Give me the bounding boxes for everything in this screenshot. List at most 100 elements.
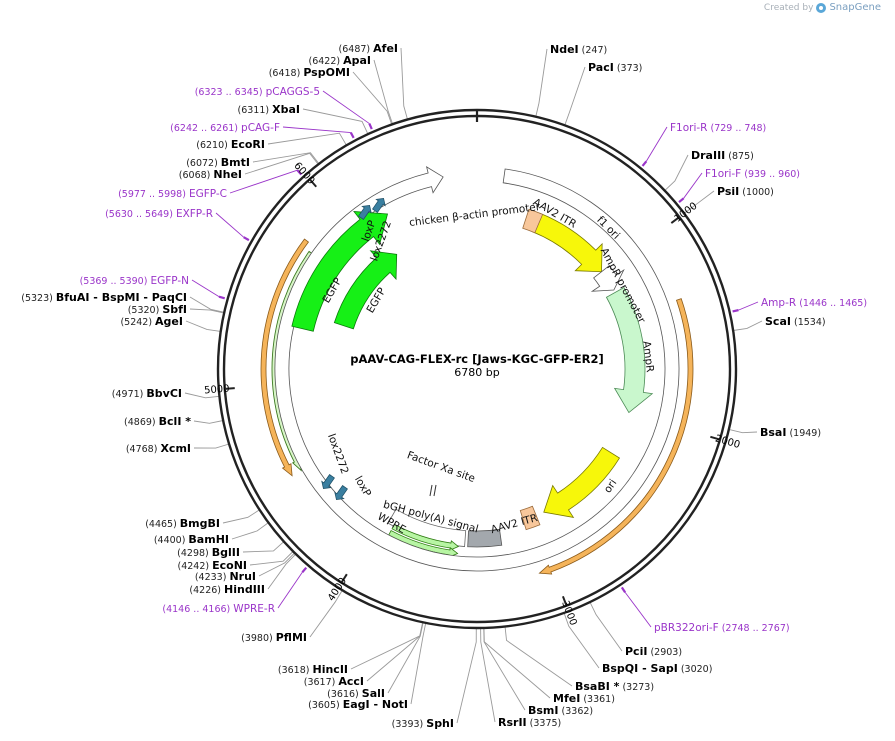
site-position: (3980) — [241, 633, 276, 644]
site-leader-mfei — [483, 627, 551, 699]
site-name: RsrII — [498, 716, 527, 729]
site-leader-lines — [184, 47, 763, 724]
primer-egfp-n[interactable]: (5369 .. 5390) EGFP-N — [80, 275, 189, 287]
bgh-polya-feature[interactable] — [467, 528, 503, 548]
primer-pcaggs-5[interactable]: (6323 .. 6345) pCAGGS-5 — [195, 86, 320, 98]
site-name: EcoRI — [231, 138, 265, 151]
site-paci[interactable]: PacI (373) — [588, 61, 642, 74]
site-position: (4233) — [195, 572, 230, 583]
loxp-bottom-feature-arrow-shape — [334, 485, 348, 500]
site-position: (3618) — [278, 665, 313, 676]
site-leader-agei — [185, 320, 221, 332]
site-bmgbi[interactable]: (4465) BmgBI — [145, 517, 220, 530]
site-bamhi[interactable]: (4400) BamHI — [154, 533, 229, 546]
site-name: PciI — [625, 645, 647, 658]
site-bbvci[interactable]: (4971) BbvCI — [112, 387, 182, 400]
site-name: NdeI — [550, 43, 579, 56]
lox2272-bottom-feature[interactable] — [319, 473, 337, 492]
primer-range: (939 .. 960) — [741, 169, 800, 180]
site-hindiii[interactable]: (4226) HindIII — [189, 583, 265, 596]
site-draiii[interactable]: DraIII (875) — [691, 149, 754, 162]
primer-name: EGFP-C — [189, 188, 227, 200]
site-nhei[interactable]: (6068) NheI — [179, 168, 242, 181]
site-position: (6210) — [196, 140, 231, 151]
site-pflmi[interactable]: (3980) PflMI — [241, 631, 307, 644]
lox2272-top-feature[interactable] — [370, 195, 388, 214]
site-bglii[interactable]: (4298) BglII — [177, 546, 240, 559]
primer-mark-exfp-r — [243, 236, 250, 242]
site-leader-xbai — [302, 108, 369, 135]
site-econi[interactable]: (4242) EcoNI — [178, 559, 248, 572]
primer-name: F1ori-R — [670, 122, 707, 134]
site-sali[interactable]: (3616) SalI — [327, 687, 385, 700]
primer-f1ori-r[interactable]: F1ori-R (729 .. 748) — [670, 122, 766, 134]
ori-feature[interactable] — [543, 446, 621, 518]
site-psii[interactable]: PsiI (1000) — [717, 185, 774, 198]
site-name: PflMI — [276, 631, 307, 644]
created-by-text: Created by — [763, 2, 814, 13]
ampr-feature[interactable] — [605, 287, 654, 414]
site-sphi[interactable]: (3393) SphI — [392, 717, 454, 730]
primer-f1ori-f[interactable]: F1ori-F (939 .. 960) — [705, 168, 800, 180]
site-name: AfeI — [373, 42, 398, 55]
aav2-itr-bottom-feature[interactable] — [519, 505, 541, 531]
plasmid-size: 6780 bp — [454, 366, 499, 379]
loxp-top-feature[interactable] — [356, 202, 374, 221]
site-nrui[interactable]: (4233) NruI — [195, 570, 256, 583]
site-name: BamHI — [188, 533, 229, 546]
site-ecori[interactable]: (6210) EcoRI — [196, 138, 265, 151]
primer-pcag-f[interactable]: (6242 .. 6261) pCAG-F — [170, 122, 280, 134]
egfp-outer-feature[interactable] — [291, 211, 389, 332]
site-leader-apai — [373, 59, 394, 125]
site-name: AgeI — [155, 315, 183, 328]
primer-pbr322ori-f[interactable]: pBR322ori-F (2748 .. 2767) — [654, 622, 790, 634]
site-leader-scai — [733, 320, 763, 331]
site-pcii[interactable]: PciI (2903) — [625, 645, 682, 658]
primer-name: WPRE-R — [233, 603, 275, 615]
site-hincii[interactable]: (3618) HincII — [278, 663, 348, 676]
loxp-bottom-feature[interactable] — [332, 484, 350, 503]
site-xbai[interactable]: (6311) XbaI — [238, 103, 300, 116]
site-bmti[interactable]: (6072) BmtI — [186, 156, 250, 169]
site-mfei[interactable]: MfeI (3361) — [553, 692, 615, 705]
site-bsabi[interactable]: BsaBI * (3273) — [575, 680, 654, 693]
primer-leader-pcaggs-5 — [322, 90, 370, 124]
site-name: SbfI — [162, 303, 187, 316]
site-pspomi[interactable]: (6418) PspOMI — [269, 66, 350, 79]
primer-mark-f1ori-f — [678, 197, 685, 203]
site-position: (6068) — [179, 170, 214, 181]
site-position: (1949) — [786, 428, 821, 439]
site-bsmi[interactable]: BsmI (3362) — [528, 704, 593, 717]
primer-amp-r[interactable]: Amp-R (1446 .. 1465) — [761, 297, 867, 309]
primer-wpre-r[interactable]: (4146 .. 4166) WPRE-R — [162, 603, 275, 615]
aav2-itr-top-feature[interactable] — [522, 208, 544, 234]
egfp-inner-feature[interactable] — [333, 250, 398, 330]
site-ndei[interactable]: NdeI (247) — [550, 43, 607, 56]
primer-egfp-c[interactable]: (5977 .. 5998) EGFP-C — [118, 188, 227, 200]
factor-xa-label: Factor Xa site — [405, 449, 476, 485]
tick-label-4000: 4000 — [326, 576, 349, 603]
site-acci[interactable]: (3617) AccI — [304, 675, 364, 688]
site-leader-bsai — [728, 428, 758, 434]
site-name: MfeI — [553, 692, 580, 705]
site-xcmi[interactable]: (4768) XcmI — [126, 442, 191, 455]
site-apai[interactable]: (6422) ApaI — [308, 54, 371, 67]
site-agei[interactable]: (5242) AgeI — [120, 315, 183, 328]
site-afei[interactable]: (6487) AfeI — [339, 42, 398, 55]
ampr-label: AmpR — [640, 340, 656, 373]
site-bcli[interactable]: (4869) BclI * — [124, 415, 191, 428]
site-position: (4465) — [145, 519, 180, 530]
site-scai[interactable]: ScaI (1534) — [765, 315, 826, 328]
site-bspqi-sapi[interactable]: BspQI - SapI (3020) — [602, 662, 712, 675]
site-bfuai-bspmi-paqci[interactable]: (5323) BfuAI - BspMI - PaqCI — [21, 291, 187, 304]
tick-4000 — [340, 573, 348, 584]
cba-promoter-feature[interactable] — [274, 166, 680, 572]
site-eagi-noti[interactable]: (3605) EagI - NotI — [308, 698, 408, 711]
site-sbfi[interactable]: (5320) SbfI — [128, 303, 187, 316]
site-bsai[interactable]: BsaI (1949) — [760, 426, 821, 439]
site-position: (6311) — [238, 105, 273, 116]
ampr-promoter-feature[interactable] — [590, 265, 625, 292]
site-rsrii[interactable]: RsrII (3375) — [498, 716, 561, 729]
site-position: (247) — [579, 45, 608, 56]
primer-exfp-r[interactable]: (5630 .. 5649) EXFP-R — [105, 208, 213, 220]
